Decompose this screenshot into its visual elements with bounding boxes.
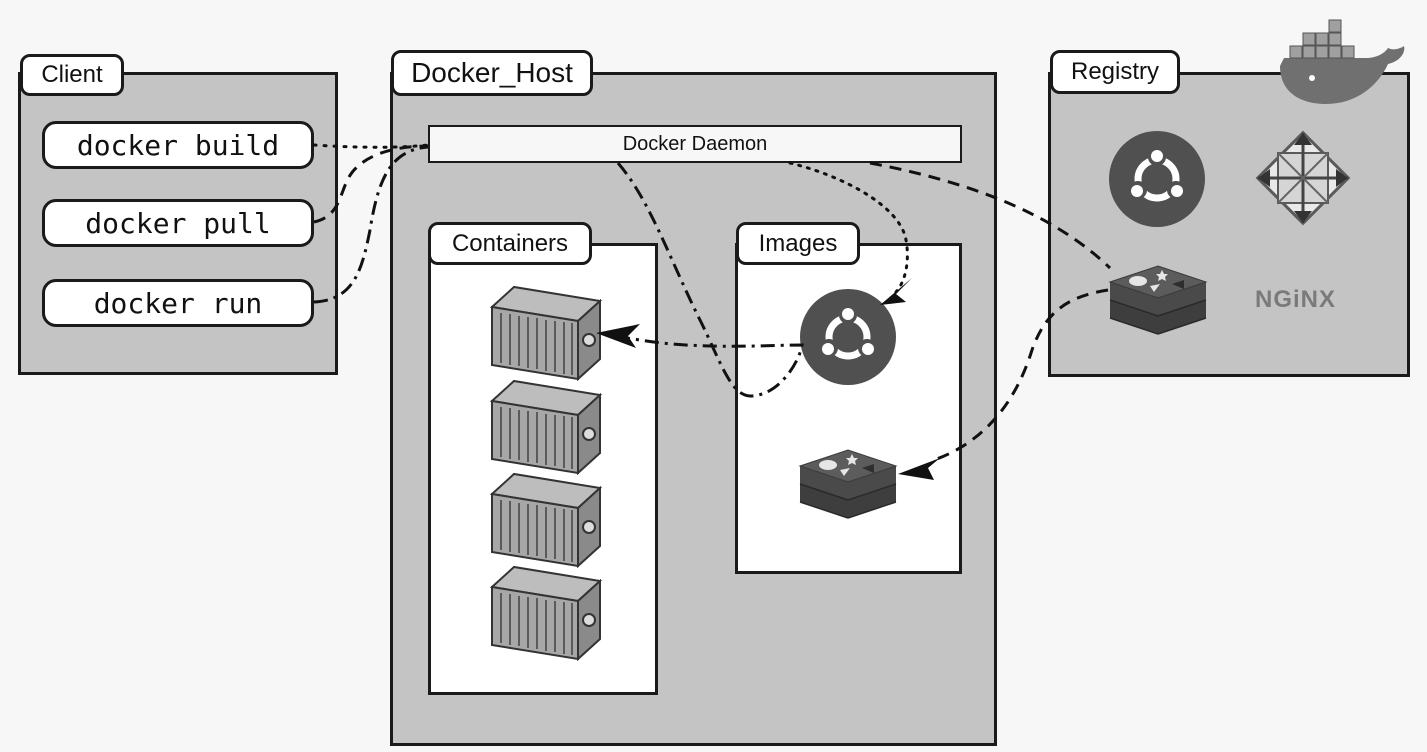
docker-whale-icon <box>1280 19 1405 104</box>
run-connector <box>313 145 429 304</box>
container-icon <box>491 473 601 567</box>
arrowhead-icon <box>596 324 640 348</box>
docker-run-command[interactable]: docker run <box>42 279 314 327</box>
registry-panel <box>1048 72 1410 377</box>
images-title: Images <box>736 222 860 265</box>
client-title: Client <box>20 54 124 96</box>
arrowhead-icon <box>898 458 940 480</box>
daemon-to-registry-connector <box>869 161 1112 270</box>
daemon-to-ubuntu-connector <box>788 161 909 294</box>
docker-build-command[interactable]: docker build <box>42 121 314 169</box>
centos-icon <box>1255 130 1351 226</box>
registry-title: Registry <box>1050 50 1180 94</box>
container-icon <box>491 380 601 474</box>
docker-host-title: Docker_Host <box>391 50 593 96</box>
registry-to-redis-image-connector <box>933 288 1109 462</box>
ubuntu-image-icon <box>800 289 896 385</box>
redis-registry-icon <box>1109 265 1207 335</box>
docker-pull-command[interactable]: docker pull <box>42 199 314 247</box>
container-icon <box>491 566 601 660</box>
docker-daemon-bar: Docker Daemon <box>428 125 962 163</box>
nginx-logo-text: NGiNX <box>1255 286 1337 313</box>
containers-title: Containers <box>428 222 592 265</box>
arrowhead-icon <box>880 278 912 305</box>
redis-image-icon <box>799 449 897 519</box>
ubuntu-registry-icon <box>1109 131 1205 227</box>
container-icon <box>491 286 601 380</box>
run-container-connector <box>607 162 804 398</box>
pull-connector <box>313 144 429 224</box>
